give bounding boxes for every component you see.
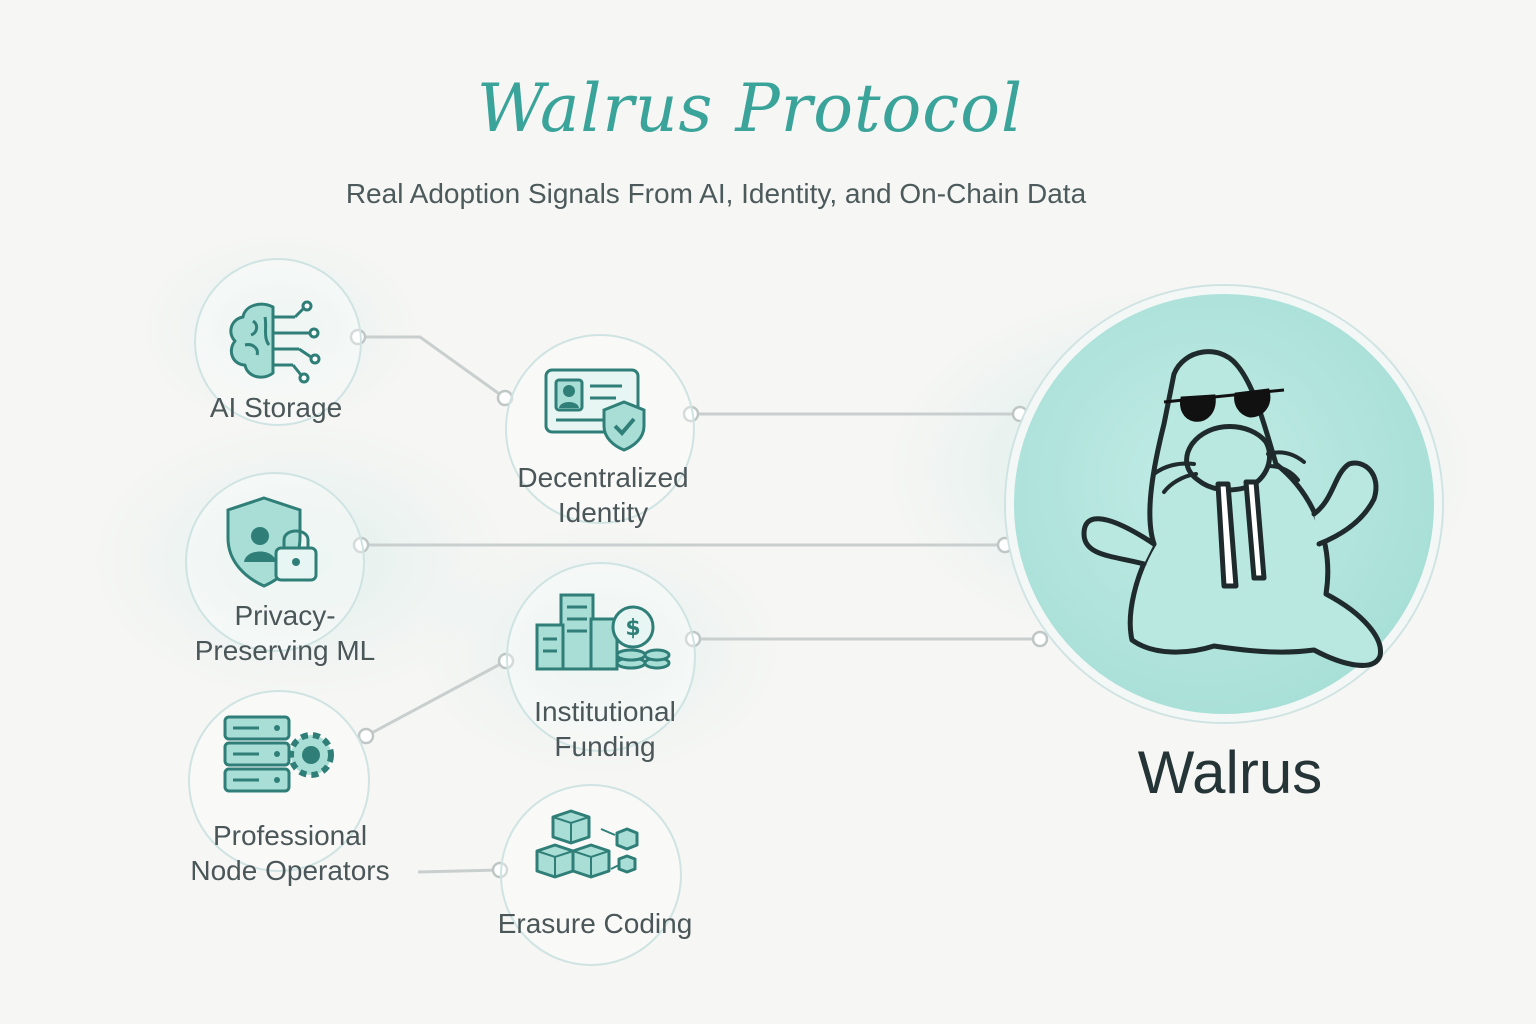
connector-ai-identity [358,337,505,398]
walrus-hub-circle[interactable] [1006,286,1442,722]
server-gear-icon [219,713,339,799]
shield-lock-icon [220,492,330,592]
buildings-coins-icon: $ [531,589,671,675]
node-label-decentralized-identity: Decentralized Identity [478,460,728,530]
id-card-shield-icon [540,364,660,454]
node-label-institutional-funding: Institutional Funding [480,694,730,764]
node-label-erasure-coding: Erasure Coding [470,906,720,941]
svg-text:$: $ [625,616,640,641]
cubes-icon [531,807,651,893]
node-label-ai-storage: AI Storage [176,390,376,425]
connector-operators-erasure [418,870,500,872]
brain-circuit-icon [223,297,333,387]
node-label-privacy-preserving-ml: Privacy- Preserving ML [160,598,410,668]
walrus-mascot-icon [1014,294,1434,714]
node-label-professional-node-operators: Professional Node Operators [150,818,430,888]
walrus-hub-label: Walrus [1100,738,1360,807]
